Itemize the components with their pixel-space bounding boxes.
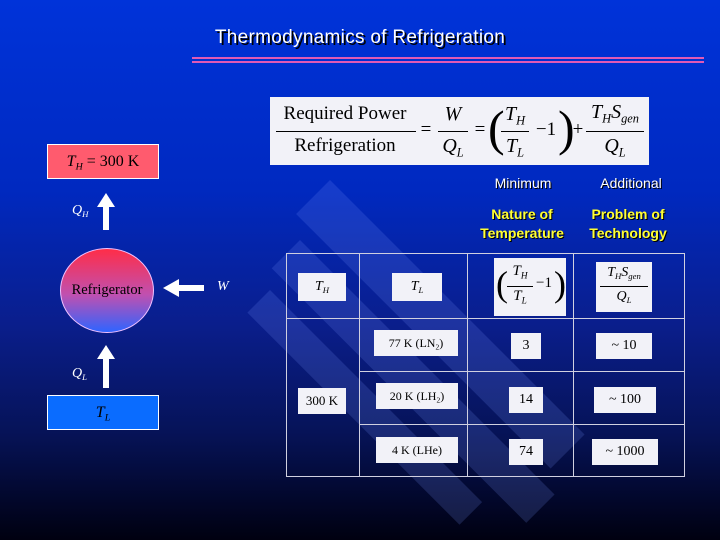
equation-lhs-denominator: Refrigeration	[294, 135, 396, 156]
work-label: W	[217, 279, 229, 294]
table-row-1-tl: 77 K (LN2)	[374, 330, 458, 356]
table-row-3-tl: 4 K (LHe)	[376, 437, 458, 463]
equation-lhs-numerator: Required Power	[283, 103, 407, 124]
table-header-additional-formula: THSgen QL	[596, 262, 652, 312]
cold-reservoir: TL	[47, 395, 159, 430]
equation-th-sgen: THSgen	[591, 101, 639, 126]
arrow-up-icon	[97, 193, 115, 207]
arrow-shaft	[103, 358, 109, 388]
plus-sign: +	[572, 119, 584, 140]
arrow-left-icon	[163, 279, 179, 297]
equation-ql: QL	[442, 135, 464, 160]
left-paren: (	[488, 100, 505, 156]
fraction-bar	[438, 131, 468, 132]
table-divider	[287, 318, 684, 319]
fraction-bar	[501, 131, 529, 132]
table-row-3-additional: ~ 1000	[592, 439, 658, 465]
table-header-minimum-formula: ( TH TL −1 )	[494, 258, 566, 316]
title-rule	[192, 57, 704, 59]
table-row-2-additional: ~ 100	[594, 387, 656, 413]
minimum-header: Minimum	[494, 175, 552, 191]
table-row-1-additional: ~ 10	[596, 333, 652, 359]
equation-w: W	[444, 103, 462, 125]
table-header-tl: TL	[392, 273, 442, 301]
arrow-shaft	[103, 206, 109, 230]
table-divider	[359, 254, 360, 476]
right-paren: )	[558, 100, 575, 156]
table-divider	[573, 254, 574, 476]
table-header-th: TH	[298, 273, 346, 301]
equation-ql: QL	[604, 135, 626, 160]
table-divider	[359, 424, 684, 425]
equation-box: Required Power Refrigeration = W QL = ( …	[270, 97, 649, 165]
title-rule	[192, 61, 704, 63]
table-row-3-minimum: 74	[509, 439, 543, 465]
fraction-bar	[276, 131, 416, 132]
table-divider	[359, 371, 684, 372]
additional-header: Additional	[600, 175, 662, 191]
arrow-up-icon	[97, 345, 115, 359]
slide-title: Thermodynamics of Refrigeration	[214, 27, 506, 48]
table-divider	[467, 254, 468, 476]
refrigerator-circle: Refrigerator	[60, 248, 154, 333]
th-value-cell: 300 K	[298, 388, 346, 414]
equals-sign: =	[474, 119, 486, 140]
qh-label: QH	[72, 203, 89, 220]
fraction-bar	[586, 131, 644, 132]
table-row-1-minimum: 3	[511, 333, 541, 359]
results-table	[286, 253, 685, 477]
equals-sign: =	[420, 119, 432, 140]
minus-one: −1	[535, 119, 557, 140]
table-row-2-tl: 20 K (LH2)	[376, 383, 458, 409]
equation-tl: TL	[505, 135, 525, 160]
ql-label: QL	[72, 366, 87, 383]
equation-th: TH	[504, 103, 526, 128]
hot-reservoir: TH = 300 K	[47, 144, 159, 179]
table-row-2-minimum: 14	[509, 387, 543, 413]
arrow-shaft	[178, 285, 204, 291]
